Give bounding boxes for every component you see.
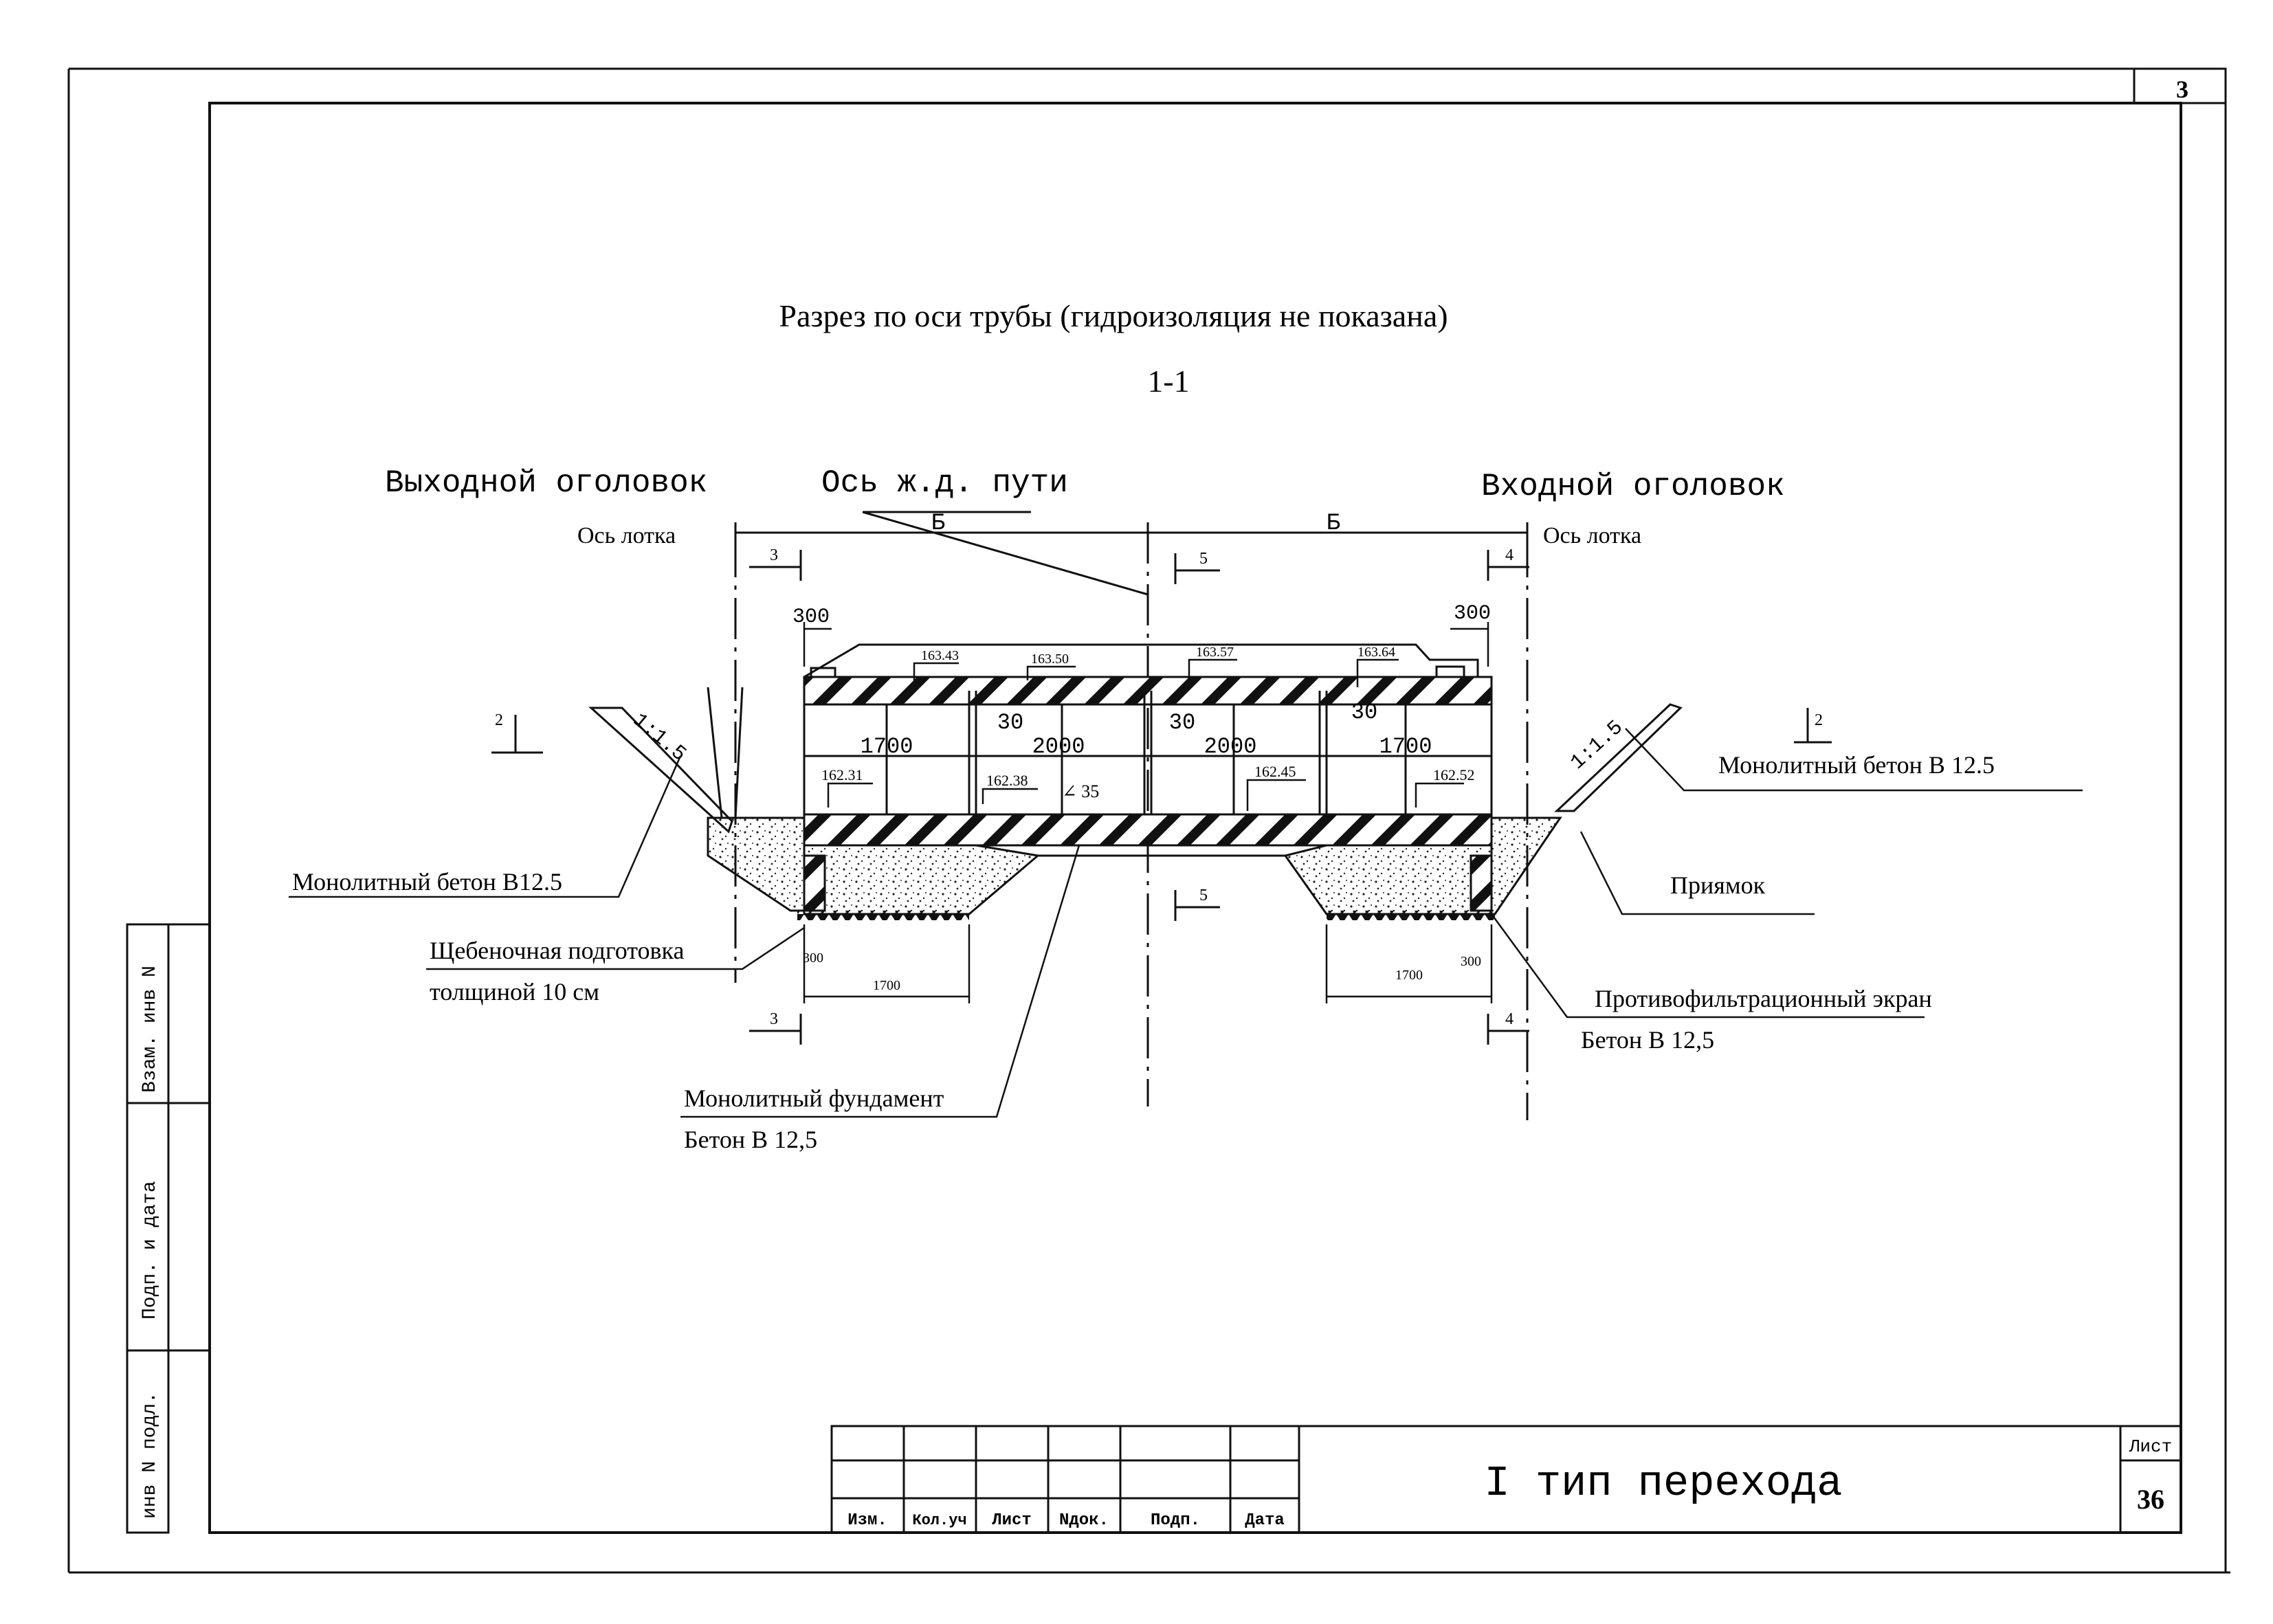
drawing-title: Разрез по оси трубы (гидроизоляция не по… (779, 298, 1448, 333)
stamp-vzam: Взам. инв N (140, 966, 161, 1093)
gravel-right (1327, 911, 1495, 920)
foundation (707, 816, 1562, 915)
slope-right: 1:1.5 (1566, 716, 1628, 775)
callout-foundation-2: Бетон В 12,5 (684, 1126, 817, 1153)
cut-mark-3-bottom: 3 (770, 1010, 778, 1028)
heading-inlet: Входной оголовок (1481, 469, 1785, 504)
heading-track-axis: Ось ж.д. пути (821, 465, 1068, 501)
stamp-podp: Подп. и дата (140, 1181, 161, 1320)
cut-mark-4-top: 4 (1505, 546, 1514, 564)
dim-300-bottom-right: 300 (1461, 954, 1481, 969)
right-wing (1554, 703, 1683, 812)
callout-screen-1: Противофильтрационный экран (1595, 985, 1932, 1012)
top-slab (803, 676, 1493, 706)
cut-mark-2-left: 2 (495, 711, 503, 729)
tray-axis-left-label: Ось лотка (577, 523, 676, 548)
callout-gravel-2: толщиной 10 см (430, 978, 599, 1005)
cut-mark-5-bottom: 5 (1199, 887, 1208, 904)
slope-left: 1:1.5 (628, 709, 691, 767)
callout-gravel-1: Щебеночная подготовка (430, 937, 684, 964)
dim-1700-left: 1700 (861, 734, 913, 759)
dim-30-b: 30 (1169, 710, 1195, 735)
tb-drawing-name: I тип перехода (1485, 1459, 1843, 1508)
gravel-left (797, 911, 969, 920)
callout-foundation-1: Монолитный фундамент (684, 1084, 944, 1112)
dim-b-right: Б (1327, 511, 1340, 537)
dim-b-left: Б (931, 511, 945, 537)
dim-300-top-right: 300 (1454, 602, 1491, 625)
callout-pit: Приямок (1670, 871, 1766, 899)
side-stamp (126, 923, 210, 1534)
angle-35: ∠ 35 (1062, 781, 1099, 801)
elev-bottom-1: 162.31 (821, 766, 863, 783)
tb-col-koluch: Кол.уч (912, 1512, 966, 1529)
callout-concrete-right: Монолитный бетон В 12.5 (1718, 751, 1995, 779)
dim-1700-right: 1700 (1379, 734, 1432, 759)
box-sections (803, 691, 1493, 828)
tb-col-list: Лист (992, 1511, 1032, 1530)
heading-outlet: Выходной оголовок (385, 465, 707, 501)
elev-top-4: 163.64 (1357, 645, 1395, 660)
elev-bottom-4: 162.52 (1433, 766, 1475, 783)
cut-mark-5-top: 5 (1199, 550, 1208, 568)
section-id: 1-1 (1147, 364, 1189, 399)
callout-leaders (289, 728, 2083, 1118)
callout-concrete-left: Монолитный бетон В12.5 (292, 868, 562, 896)
tb-col-izm: Изм. (847, 1511, 887, 1530)
bottom-slab (803, 813, 1493, 847)
bottom-dim-lines (803, 924, 1493, 1003)
dim-300-top-left: 300 (792, 605, 830, 629)
cut-marks (491, 550, 1832, 1045)
tb-col-podp: Подп. (1151, 1511, 1200, 1530)
dim-30-a: 30 (997, 710, 1023, 735)
elev-bottom-2: 162.38 (986, 772, 1028, 789)
dim-30-c: 30 (1351, 700, 1377, 725)
stamp-inv: инв N подл. (140, 1392, 161, 1519)
dim-1700-bottom-right: 1700 (1395, 968, 1423, 983)
elev-top-2: 163.50 (1031, 652, 1069, 667)
elev-top-1: 163.43 (921, 648, 959, 663)
elev-top-3: 163.57 (1196, 645, 1234, 660)
cut-mark-2-right: 2 (1815, 711, 1823, 729)
dim-300-top-lines (803, 622, 1489, 667)
tb-sheet-number: 36 (2137, 1484, 2164, 1515)
dim-2000-left: 2000 (1032, 734, 1085, 759)
tb-col-ndok: Nдок. (1059, 1511, 1109, 1530)
elev-bottom-3: 162.45 (1254, 763, 1296, 780)
callout-screen-2: Бетон В 12,5 (1581, 1026, 1714, 1054)
cut-mark-4-bottom: 4 (1505, 1010, 1514, 1028)
tb-col-data: Дата (1245, 1511, 1285, 1530)
dim-b-line (734, 511, 1529, 596)
cut-mark-3-top: 3 (770, 546, 778, 564)
tray-axis-right-label: Ось лотка (1543, 523, 1641, 548)
dim-1700-bottom-left: 1700 (873, 978, 900, 993)
axis-lines (734, 522, 1529, 1120)
tb-sheet-label: Лист (2129, 1436, 2172, 1457)
title-block-grid (830, 1425, 2182, 1534)
sheet-corner-number: 3 (2176, 76, 2188, 103)
elevation-leaders (827, 658, 1464, 811)
dim-2000-right: 2000 (1204, 734, 1257, 759)
dim-300-bottom-left: 300 (803, 950, 823, 966)
